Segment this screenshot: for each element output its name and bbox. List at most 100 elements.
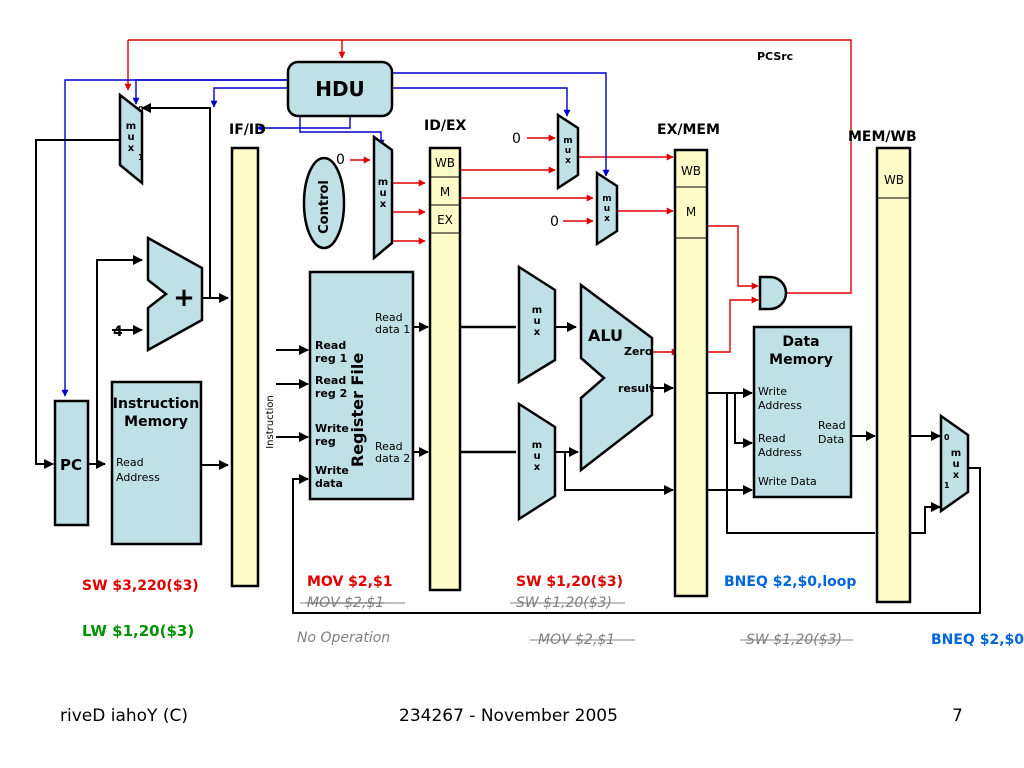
read-data2-label-a: Read: [375, 440, 403, 453]
wb-mux-letter-x: x: [565, 156, 571, 166]
idex-register: [428, 146, 462, 592]
writeback-mux: [939, 413, 970, 514]
read-data1-label-a: Read: [375, 311, 403, 324]
pc-mux: [118, 92, 144, 186]
memwb-register: [875, 146, 912, 604]
exmem-wb-field: WB: [681, 164, 701, 178]
instruction-memory-title-2: Memory: [124, 414, 188, 430]
branch-and-gate: [758, 275, 788, 311]
write-data-label-b: data: [315, 477, 343, 490]
control-unit: [302, 156, 346, 250]
exmem-m-field: M: [686, 205, 696, 219]
alu-mux-a: [517, 264, 557, 385]
wb-mux-zero: 0: [512, 131, 521, 147]
wb-mux-letter-u: u: [565, 146, 571, 156]
instruction-memory: [110, 380, 203, 546]
data-memory: [752, 325, 853, 499]
ifid-label: IF/ID: [229, 122, 266, 138]
constant-four: 4: [113, 324, 123, 340]
alu-mux-a-letter-x: x: [534, 327, 541, 338]
instr-nop: No Operation: [297, 630, 390, 646]
read-reg2-label-a: Read: [315, 374, 346, 387]
hdu-label: HDU: [315, 77, 365, 101]
pc-mux-letter-m: m: [126, 121, 136, 132]
register-file-title: Register File: [348, 353, 367, 467]
control-mux-zero: 0: [336, 152, 345, 168]
m-mux-letter-u: u: [604, 204, 610, 214]
dm-read-address-a: Read: [758, 432, 786, 445]
data-memory-title-2: Memory: [769, 352, 833, 368]
alu-title: ALU: [588, 326, 623, 345]
pc-mux-letter-u: u: [127, 132, 134, 143]
instruction-memory-title-1: Instruction: [113, 396, 199, 412]
read-address-label-1: Read: [116, 456, 144, 469]
instruction-label: Instruction: [265, 395, 276, 449]
control-mux: [372, 134, 394, 261]
alu-zero-label: Zero: [624, 345, 653, 358]
wb-bubble-mux: [556, 112, 580, 191]
red-control-wires: [124, 39, 852, 356]
idex-label: ID/EX: [424, 118, 467, 134]
write-reg-label-a: Write: [315, 422, 349, 435]
dm-write-address-b: Address: [758, 399, 802, 412]
instr-sw-120: SW $1,20($3): [516, 574, 623, 590]
hdu-block: [286, 60, 394, 118]
m-mux-letter-x: x: [604, 214, 610, 224]
dm-read-data-b: Data: [818, 433, 844, 446]
footer-copyright: riveD iahoY (C): [60, 706, 188, 726]
pc-adder: [146, 235, 204, 353]
m-mux-letter-m: m: [602, 194, 611, 204]
footer-course: 234267 - November 2005: [399, 706, 618, 726]
alu-mux-b-letter-m: m: [532, 440, 542, 451]
alu-mux-b-letter-u: u: [533, 451, 540, 462]
alu-result-label: result: [618, 382, 654, 395]
adder-plus-icon: +: [173, 283, 195, 313]
wb-mux-letter-m: m: [563, 136, 572, 146]
memwb-label: MEM/WB: [848, 129, 917, 145]
data-memory-title-1: Data: [782, 334, 819, 350]
control-mux-letter-u: u: [379, 188, 386, 199]
pc-register: [53, 399, 90, 527]
dm-write-data: Write Data: [758, 475, 817, 488]
instr-bneq: BNEQ $2,$0,loop: [724, 574, 856, 590]
ifid-register: [230, 146, 260, 588]
write-data-label-a: Write: [315, 464, 349, 477]
wb-mux-input-0: 0: [944, 433, 950, 442]
control-label: Control: [317, 180, 332, 234]
idex-m-field: M: [440, 185, 450, 199]
control-mux-letter-m: m: [378, 177, 388, 188]
alu-mux-b-letter-x: x: [534, 462, 541, 473]
writeback-mux-letter-u: u: [952, 459, 959, 470]
pc-label: PC: [60, 456, 82, 474]
alu: [579, 282, 654, 473]
register-file: [308, 270, 415, 501]
alu-mux-b: [517, 401, 557, 522]
pc-mux-input-1: 1: [138, 153, 144, 162]
dm-read-address-b: Address: [758, 446, 802, 459]
pc-mux-letter-x: x: [128, 143, 135, 154]
pcsrc-label: PCSrc: [757, 50, 793, 63]
read-address-label-2: Address: [116, 471, 160, 484]
instr-bneq-cut: BNEQ $2,$0: [931, 632, 1024, 648]
memwb-wb-field: WB: [884, 173, 904, 187]
read-reg1-label-b: reg 1: [315, 352, 347, 365]
datapath-wires: [35, 103, 981, 614]
write-reg-label-b: reg: [315, 435, 336, 448]
writeback-mux-letter-m: m: [951, 448, 961, 459]
instr-sw-3220: SW $3,220($3): [82, 578, 199, 594]
pc-mux-input-0: 0: [138, 105, 144, 114]
footer-page-number: 7: [952, 706, 963, 726]
exmem-register: [673, 148, 709, 598]
control-mux-letter-x: x: [380, 199, 387, 210]
idex-ex-field: EX: [437, 213, 453, 227]
read-reg1-label-a: Read: [315, 339, 346, 352]
instruction-labels: SW $3,220($3) LW $1,20($3) MOV $2,$1 MOV…: [82, 574, 1024, 648]
alu-mux-a-letter-m: m: [532, 305, 542, 316]
exmem-label: EX/MEM: [657, 122, 720, 138]
instr-lw-120: LW $1,20($3): [82, 622, 194, 640]
read-reg2-label-b: reg 2: [315, 387, 347, 400]
alu-mux-a-letter-u: u: [533, 316, 540, 327]
m-mux-zero: 0: [550, 214, 559, 230]
dm-read-data-a: Read: [818, 419, 846, 432]
